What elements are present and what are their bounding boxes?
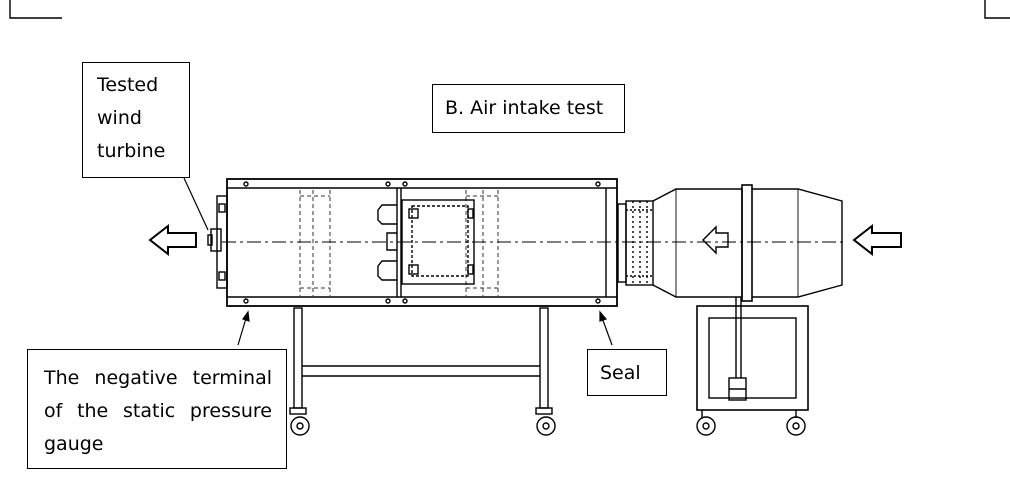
negative-label-line-3: gauge [44, 433, 104, 455]
seal-label: Seal [587, 349, 667, 396]
negative-terminal-label: The negative terminal of the static pres… [27, 349, 287, 469]
clamp-brackets [377, 204, 397, 281]
support-legs [289, 307, 553, 415]
page-corner-marks [9, 0, 1010, 19]
inlet-air-arrow [852, 223, 902, 257]
tested-wind-turbine-label: Tested wind turbine [82, 62, 190, 178]
leader-arrows [183, 177, 613, 346]
internal-screens [299, 190, 499, 296]
seal-label-text: Seal [600, 362, 641, 384]
negative-label-line-1: The negative terminal [44, 367, 272, 389]
intake-nozzle-duct [652, 184, 843, 302]
outlet-air-arrow [148, 223, 197, 257]
tested-label-line-2: wind [97, 107, 142, 129]
tested-label-line-3: turbine [97, 140, 166, 162]
diagram-title: B. Air intake test [432, 84, 625, 133]
pressure-gauge-stand [696, 297, 809, 418]
seal-bellows [617, 200, 654, 286]
tested-wind-turbine-mount [207, 195, 228, 289]
diagram-title-text: B. Air intake test [445, 97, 604, 119]
negative-label-line-2: of the static pressure [44, 400, 272, 422]
observation-window [401, 199, 475, 285]
tested-label-line-1: Tested [97, 74, 159, 96]
caster-wheels [290, 416, 806, 436]
